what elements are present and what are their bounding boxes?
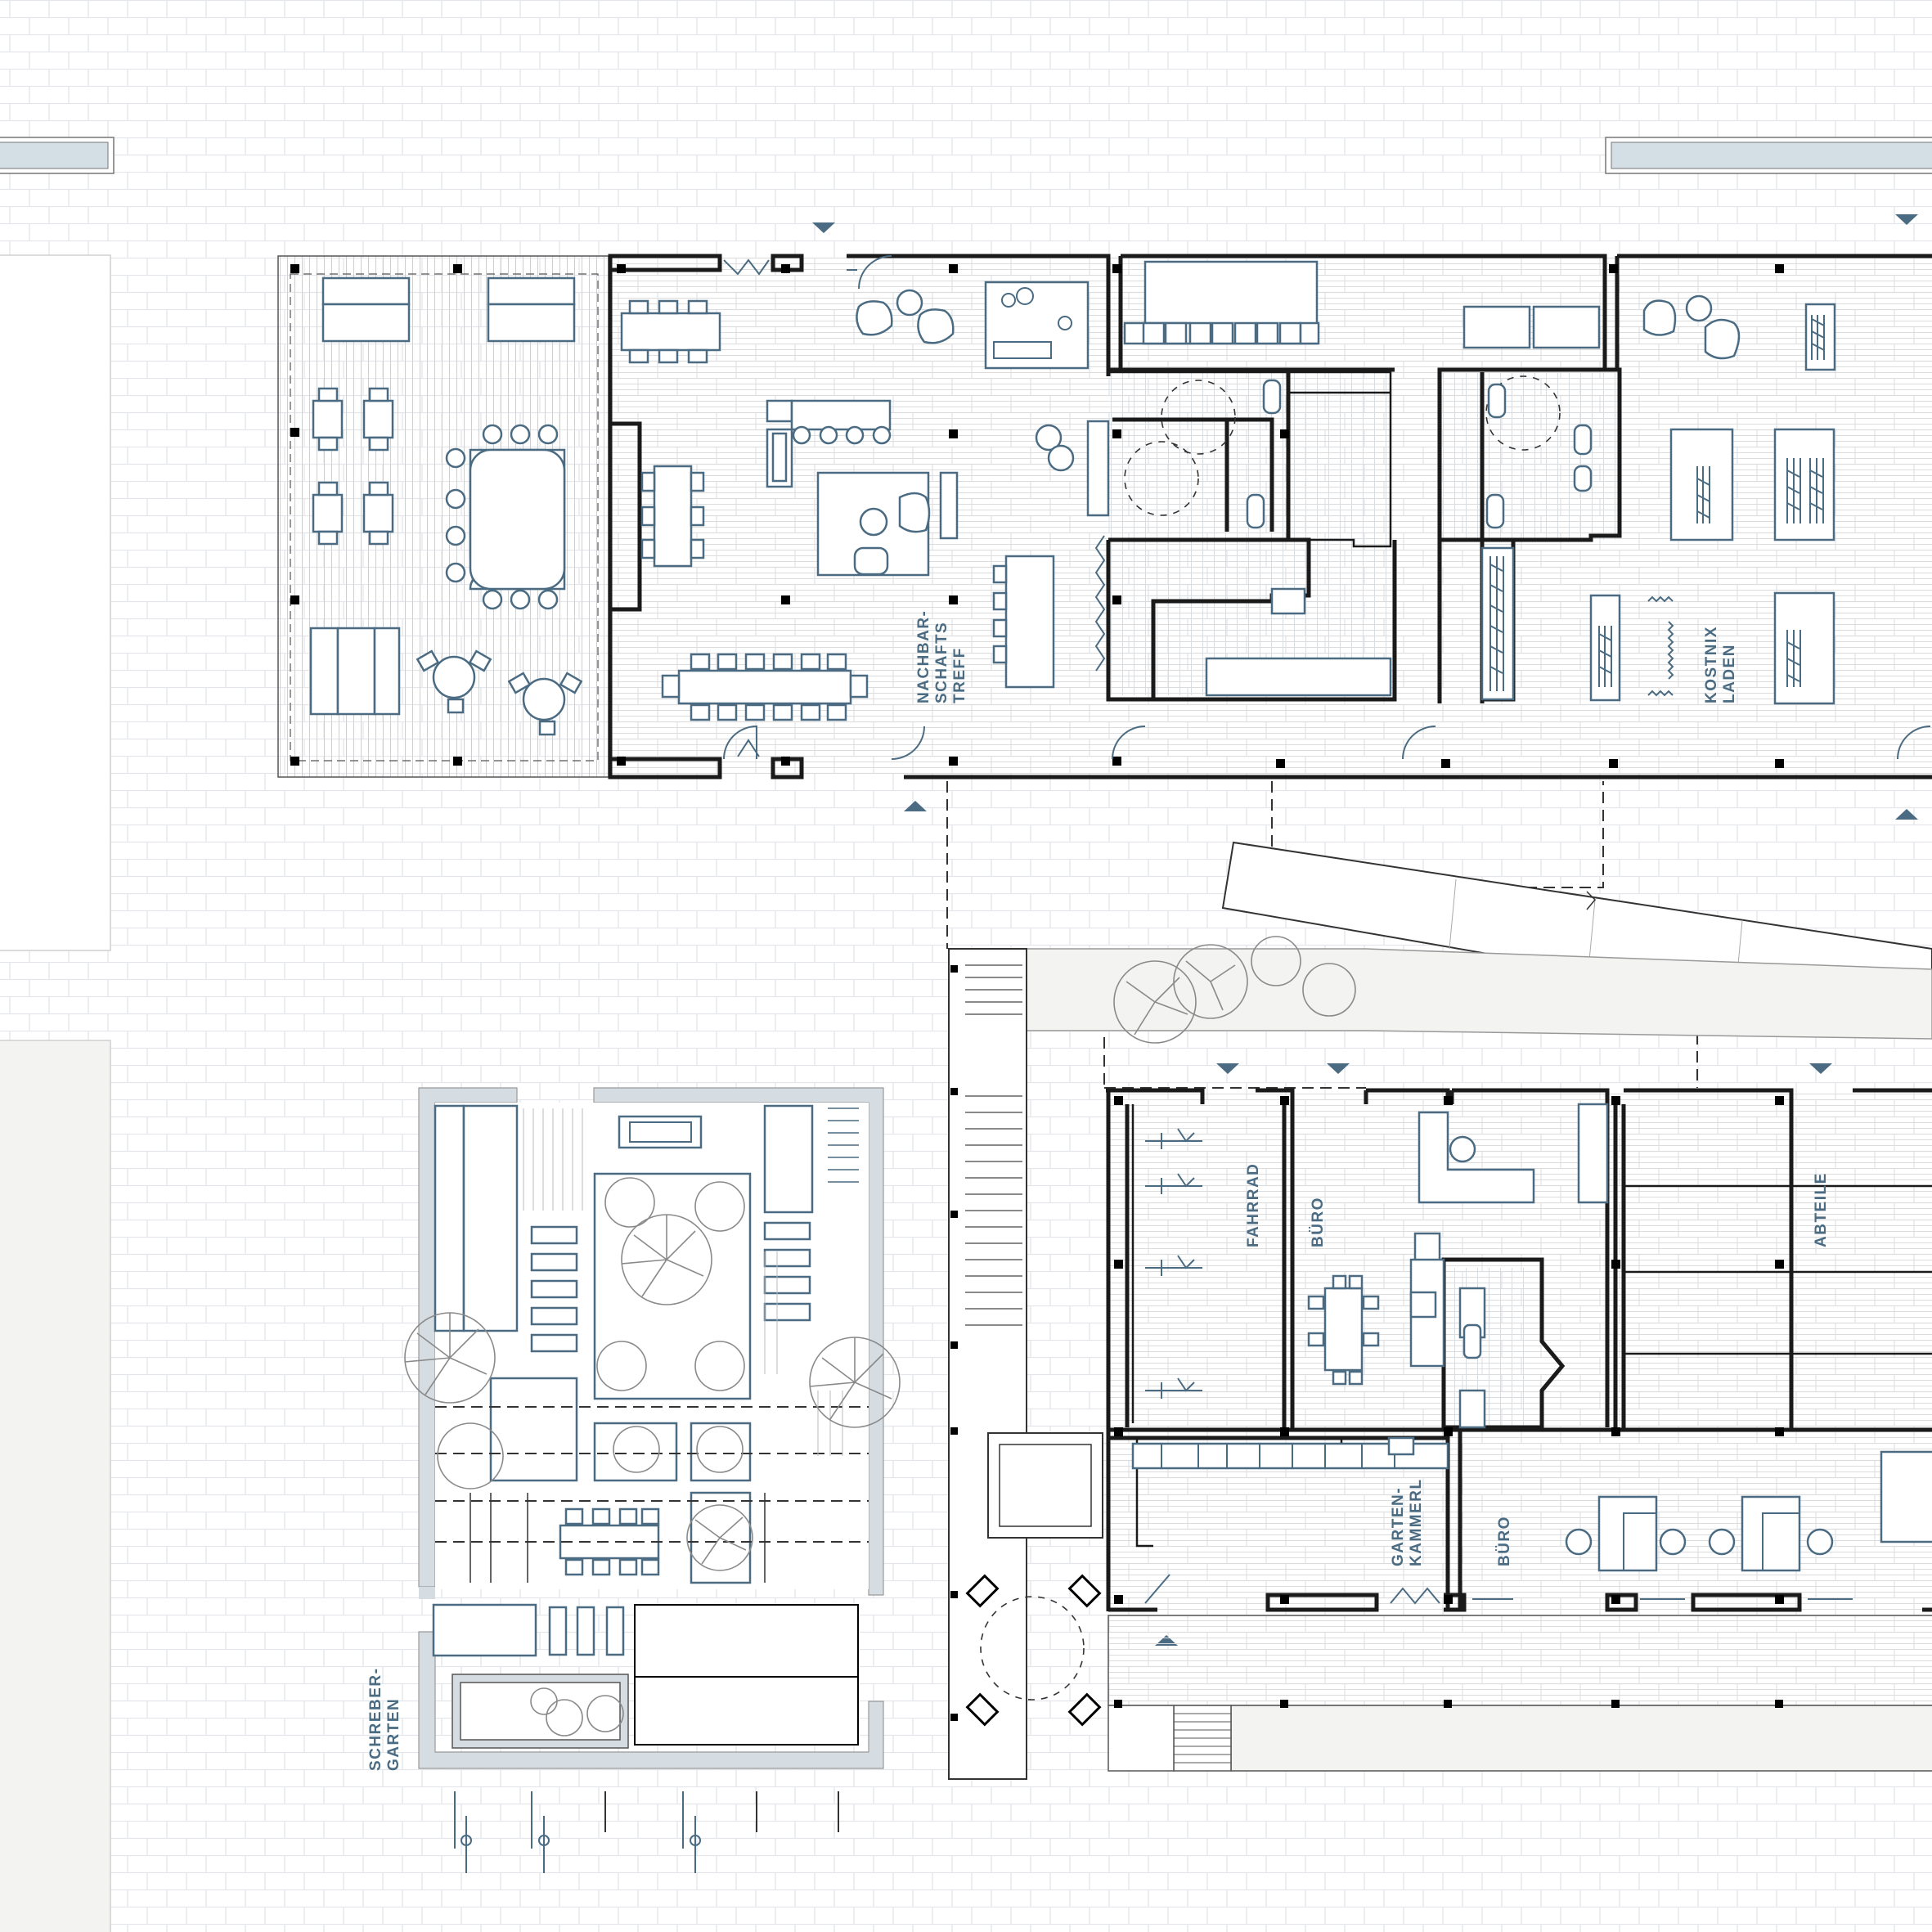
- label-schrebergarten-line-2: GARTEN: [385, 1698, 402, 1771]
- label-kostnix-laden-line-1: KOSTNIX: [1703, 626, 1720, 703]
- entrance-arrow-south-1: [904, 801, 927, 811]
- label-buero-upper: BÜRO: [1310, 1197, 1327, 1247]
- window-strip-right: [1605, 137, 1932, 174]
- label-fahrrad-line-1: FAHRRAD: [1245, 1163, 1262, 1247]
- label-nachbarschaftstreff-line-1: NACHBAR-: [915, 610, 932, 703]
- label-fahrrad: FAHRRAD: [1245, 1163, 1262, 1247]
- wet-core-tiles-left: [1108, 372, 1395, 695]
- label-schrebergarten: SCHREBER- GARTEN: [367, 1662, 402, 1771]
- label-abteile: ABTEILE: [1813, 1172, 1830, 1247]
- label-kostnix-laden: KOSTNIX LADEN: [1703, 620, 1738, 703]
- north-building: [277, 254, 1932, 780]
- tree-planter-strip: [1113, 936, 1356, 1044]
- neighbour-block-left-top: [0, 254, 111, 951]
- entrance-arrow-lower-1: [1216, 1063, 1239, 1074]
- entrance-arrow-north-2: [1895, 214, 1918, 225]
- label-nachbarschaftstreff-line-3: TREFF: [951, 647, 968, 703]
- label-buero-lower: BÜRO: [1496, 1516, 1513, 1566]
- label-nachbarschaftstreff: NACHBAR- SCHAFTS TREFF: [915, 604, 968, 703]
- label-schrebergarten-line-1: SCHREBER-: [367, 1668, 384, 1771]
- label-gartenkammerl-line-2: KAMMERL: [1408, 1478, 1425, 1566]
- label-kostnix-laden-line-2: LADEN: [1721, 644, 1738, 703]
- entrance-arrow-south-2: [1895, 809, 1918, 820]
- label-buero-lower-line-1: BÜRO: [1496, 1516, 1513, 1566]
- label-nachbarschaftstreff-line-2: SCHAFTS: [933, 622, 950, 703]
- entrance-arrow-north-1: [812, 222, 835, 233]
- label-abteile-line-1: ABTEILE: [1813, 1172, 1830, 1247]
- label-gartenkammerl-line-1: GARTEN-: [1390, 1487, 1407, 1566]
- entrance-arrow-lower-2: [1327, 1063, 1350, 1074]
- entrance-arrow-lower-3: [1809, 1063, 1832, 1074]
- label-buero-upper-line-1: BÜRO: [1310, 1197, 1327, 1247]
- schrebergarten: [404, 1087, 901, 1873]
- wet-core-tiles-right: [1440, 372, 1624, 540]
- neighbour-block-left-bottom: [0, 1040, 111, 1932]
- south-building: [948, 948, 1932, 1780]
- label-gartenkammerl: GARTEN- KAMMERL: [1390, 1478, 1425, 1566]
- window-strip-left: [0, 137, 115, 174]
